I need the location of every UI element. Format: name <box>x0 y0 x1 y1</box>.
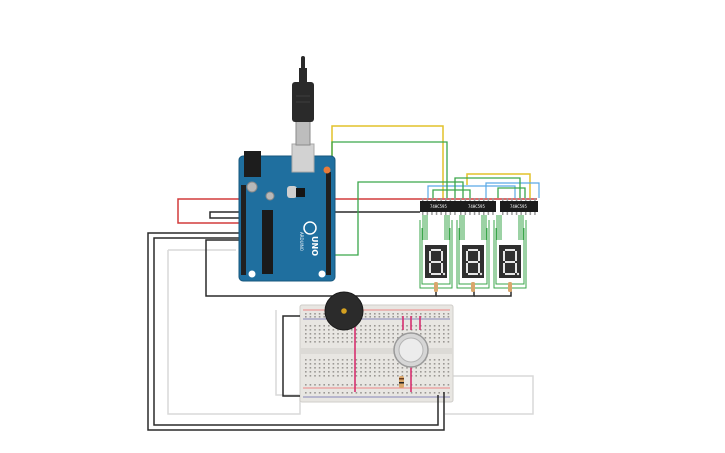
breadboard[interactable] <box>299 304 454 403</box>
shift-register-2[interactable]: 74HC595 <box>458 198 496 215</box>
shift-register-label: 74HC595 <box>468 204 485 209</box>
shift-register-3[interactable]: 74HC595 <box>500 198 538 215</box>
segment <box>441 251 443 261</box>
segment <box>466 251 468 261</box>
board-model: UNO <box>310 236 319 256</box>
segment <box>515 263 517 273</box>
segment <box>503 251 505 261</box>
seven-segment-displays <box>425 245 521 278</box>
segment <box>468 249 478 251</box>
shift-register-label: 74HC595 <box>430 204 447 209</box>
segment <box>431 261 441 263</box>
segment <box>478 263 480 273</box>
segment <box>429 263 431 273</box>
segment <box>431 249 441 251</box>
breadboard-holes <box>305 313 450 394</box>
board-brand: ARDUINO <box>299 232 304 251</box>
segment <box>431 273 441 275</box>
segment <box>478 251 480 261</box>
gas-sensor[interactable] <box>393 332 429 368</box>
arduino-board[interactable]: ARDUINO UNO <box>238 143 336 282</box>
shift-register-1[interactable]: 74HC595 <box>420 198 458 215</box>
segment <box>468 261 478 263</box>
blue-wires <box>427 182 540 198</box>
shift-registers: 74HC595 74HC595 74HC595 <box>420 198 538 215</box>
display-resistors <box>434 282 512 292</box>
segment <box>466 263 468 273</box>
seven-segment-display-1[interactable] <box>425 245 447 278</box>
gray-wires <box>167 249 534 415</box>
breadboard-resistor[interactable] <box>399 376 404 388</box>
usb-port <box>291 143 315 173</box>
segment <box>515 251 517 261</box>
usb-cable <box>292 56 314 146</box>
segment <box>468 273 478 275</box>
seven-segment-display-3[interactable] <box>499 245 521 278</box>
segment <box>429 251 431 261</box>
yellow-wires <box>331 125 531 198</box>
segment <box>505 261 515 263</box>
seven-segment-display-2[interactable] <box>462 245 484 278</box>
piezo-buzzer[interactable] <box>324 291 364 331</box>
shift-register-label: 74HC595 <box>510 204 527 209</box>
segment <box>505 273 515 275</box>
segment <box>505 249 515 251</box>
segment <box>503 263 505 273</box>
power-jack <box>244 151 261 177</box>
segment <box>441 263 443 273</box>
